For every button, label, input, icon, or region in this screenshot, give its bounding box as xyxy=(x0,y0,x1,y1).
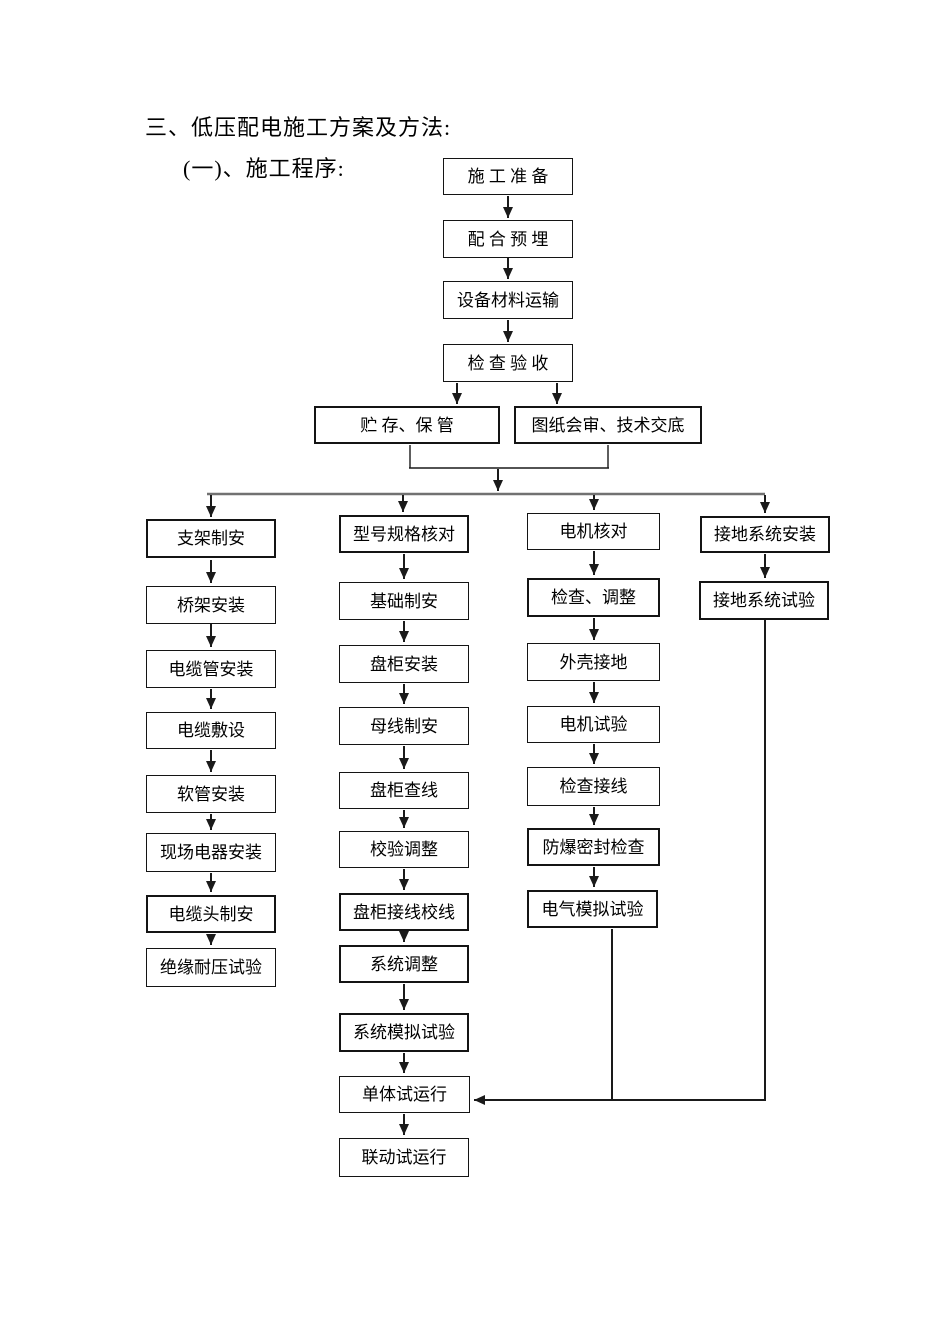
flow-node-storage-keeping: 贮 存、保 管 xyxy=(314,406,500,444)
sub-heading: (一)、施工程序: xyxy=(183,156,345,181)
section-heading: 三、低压配电施工方案及方法: xyxy=(145,115,452,140)
top-chain-arrows xyxy=(452,196,562,404)
flow-node-grounding-system-installation: 接地系统安装 xyxy=(700,516,830,553)
flow-node-electrical-simulation-test: 电气模拟试验 xyxy=(527,890,658,928)
flow-node-insulation-withstand-test: 绝缘耐压试验 xyxy=(146,948,276,987)
flow-node-foundation-fabrication: 基础制安 xyxy=(339,582,469,620)
bottom-merge-lines xyxy=(474,620,766,1105)
flow-node-shell-grounding: 外壳接地 xyxy=(527,643,660,681)
flow-node-hose-installation: 软管安装 xyxy=(146,775,276,813)
flow-node-construction-preparation: 施 工 准 备 xyxy=(443,158,573,195)
flow-node-equipment-material-transport: 设备材料运输 xyxy=(443,281,573,319)
flow-node-system-adjustment: 系统调整 xyxy=(339,945,469,983)
flow-node-busbar-fabrication: 母线制安 xyxy=(339,707,469,745)
flow-node-individual-trial-run: 单体试运行 xyxy=(339,1076,470,1113)
flow-node-motor-test: 电机试验 xyxy=(527,706,660,743)
flow-node-explosion-proof-seal-check: 防爆密封检查 xyxy=(527,828,660,866)
flow-node-calibration-adjustment: 校验调整 xyxy=(339,831,469,868)
column-header-arrows xyxy=(206,495,770,517)
flow-node-field-device-installation: 现场电器安装 xyxy=(146,833,276,872)
flow-node-cabinet-wire-verification: 盘柜接线校线 xyxy=(339,893,469,931)
flow-node-drawing-review-disclosure: 图纸会审、技术交底 xyxy=(514,406,702,444)
flow-node-cable-laying: 电缆敷设 xyxy=(146,712,276,749)
flow-node-inspection-acceptance: 检 查 验 收 xyxy=(443,344,573,382)
flow-node-wiring-check: 检查接线 xyxy=(527,767,660,806)
flow-node-cabinet-installation: 盘柜安装 xyxy=(339,645,469,683)
flow-node-check-adjust: 检查、调整 xyxy=(527,578,660,617)
flow-node-cable-head-fabrication: 电缆头制安 xyxy=(146,895,276,933)
flow-node-tray-installation: 桥架安装 xyxy=(146,586,276,624)
flow-node-support-fabrication: 支架制安 xyxy=(146,519,276,558)
flow-node-motor-check: 电机核对 xyxy=(527,513,660,550)
flow-node-cable-conduit-installation: 电缆管安装 xyxy=(146,650,276,688)
merge-bracket xyxy=(409,445,609,491)
flow-node-cabinet-wiring-check: 盘柜查线 xyxy=(339,772,469,809)
flow-node-embedding-coordination: 配 合 预 埋 xyxy=(443,220,573,258)
flow-node-system-simulation-test: 系统模拟试验 xyxy=(339,1013,469,1052)
flow-node-linkage-trial-run: 联动试运行 xyxy=(339,1138,469,1177)
flow-node-grounding-system-test: 接地系统试验 xyxy=(699,581,829,620)
flow-node-model-spec-check: 型号规格核对 xyxy=(339,515,469,553)
